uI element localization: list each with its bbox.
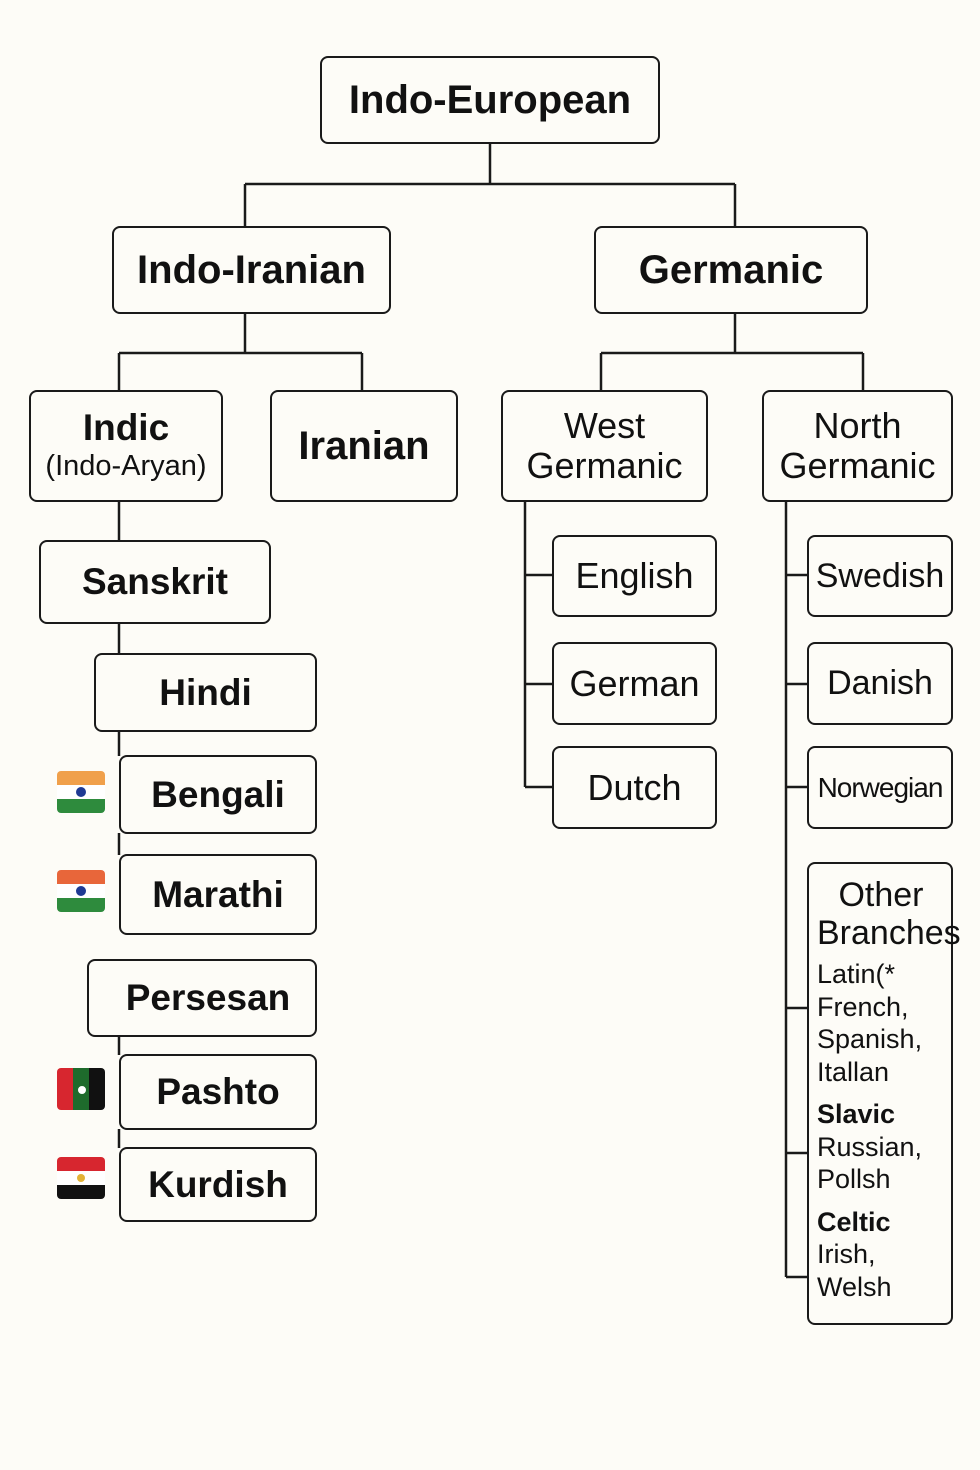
node-dutch-label: Dutch (587, 766, 682, 808)
node-germanic-label: Germanic (638, 247, 824, 292)
other-slavic-head: Slavic (817, 1099, 896, 1129)
node-indo-european-label: Indo-European (348, 77, 632, 122)
node-pashto: Pashto (119, 1054, 317, 1130)
node-danish-label: Danish (827, 664, 933, 702)
other-slavic-item-2: Pollsh (817, 1164, 891, 1194)
node-hindi-label: Hindi (159, 671, 252, 713)
node-other-branches: Other Branches Latin(* French, Spanish, … (807, 862, 961, 1325)
node-west-germanic-line2: Germanic (526, 445, 683, 486)
node-english-label: English (575, 555, 694, 596)
other-latin-item-1: French, (817, 991, 909, 1022)
node-swedish: Swedish (807, 535, 953, 617)
node-german-label: German (569, 662, 700, 704)
node-sanskrit: Sanskrit (39, 540, 271, 624)
node-norwegian-label: Norwegian (817, 771, 944, 803)
node-germanic: Germanic (594, 226, 868, 314)
node-north-germanic-line1: North (813, 405, 902, 446)
node-west-germanic: West Germanic (501, 390, 708, 502)
node-indo-iranian-label: Indo-Iranian (137, 247, 366, 292)
node-bengali-label: Bengali (151, 773, 285, 815)
node-norwegian: Norwegian (807, 746, 953, 829)
node-german: German (552, 642, 717, 725)
node-indic: Indic (Indo-Aryan) (29, 390, 223, 502)
india-flag-icon-1 (57, 771, 105, 813)
node-marathi-label: Marathi (152, 873, 284, 915)
node-kurdish-label: Kurdish (148, 1163, 288, 1205)
other-latin-item-3: Itallan (817, 1056, 890, 1087)
other-celtic-item-1: Irish, (817, 1239, 876, 1269)
node-danish: Danish (807, 642, 953, 725)
node-bengali: Bengali (119, 755, 317, 834)
node-indic-label: Indic (82, 407, 170, 448)
node-english: English (552, 535, 717, 617)
node-iranian: Iranian (270, 390, 458, 502)
other-slavic-item-1: Russian, (817, 1131, 923, 1162)
node-west-germanic-line1: West (563, 405, 646, 446)
node-hindi: Hindi (94, 653, 317, 732)
node-pashto-label: Pashto (156, 1071, 280, 1112)
afghanistan-flag-icon (57, 1068, 105, 1110)
node-north-germanic: North Germanic (762, 390, 953, 502)
other-branches-title-line2: Branches (817, 914, 961, 952)
node-persesan-label: Persesan (125, 977, 291, 1018)
other-latin-head: Latin(* (817, 959, 896, 989)
node-kurdish: Kurdish (119, 1147, 317, 1222)
node-swedish-label: Swedish (815, 556, 945, 595)
node-iranian-label: Iranian (298, 423, 430, 468)
node-dutch: Dutch (552, 746, 717, 829)
other-latin-item-2: Spanish, (817, 1024, 923, 1054)
node-marathi: Marathi (119, 854, 317, 935)
node-indo-iranian: Indo-Iranian (112, 226, 391, 314)
other-celtic-head: Celtic (817, 1206, 891, 1237)
node-persesan: Persesan (87, 959, 317, 1037)
other-branches-title: Other Branches (817, 876, 961, 952)
iraq-flag-icon (57, 1157, 105, 1199)
node-indic-sublabel: (Indo-Aryan) (45, 450, 207, 482)
other-celtic-item-2: Welsh (817, 1271, 892, 1302)
node-sanskrit-label: Sanskrit (81, 561, 228, 602)
node-indo-european: Indo-European (320, 56, 660, 144)
india-flag-icon-2 (57, 870, 105, 912)
other-branches-title-line1: Other (838, 876, 924, 914)
node-north-germanic-line2: Germanic (779, 445, 936, 486)
